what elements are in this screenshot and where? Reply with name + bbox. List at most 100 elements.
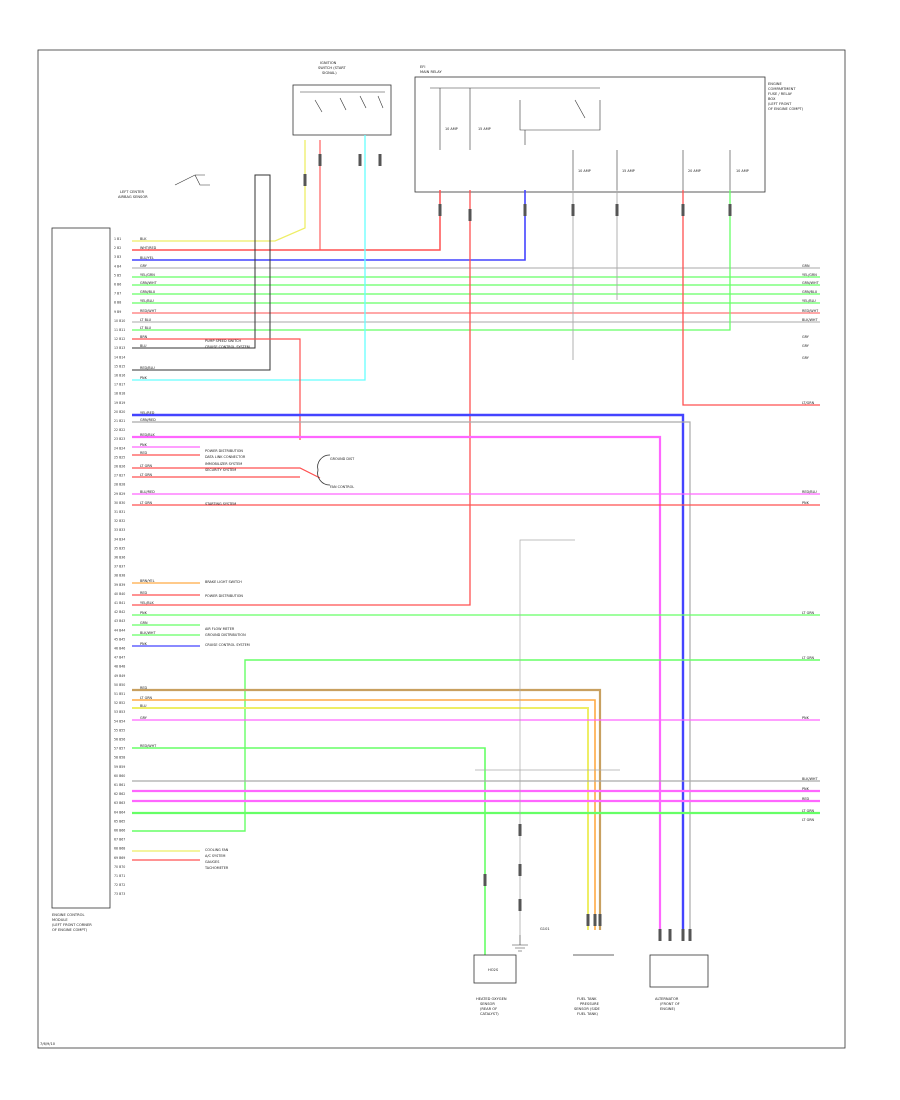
wire-connector — [318, 154, 322, 166]
right-wire-label: RED — [802, 797, 809, 801]
wire-layer — [132, 135, 820, 955]
wire — [132, 421, 691, 930]
ecm-caption-line-1: ENGINE CONTROL — [52, 913, 84, 917]
wire-color-label: LT BLU — [140, 318, 152, 322]
fuse-label-4: 15 AMP — [622, 169, 635, 173]
wire — [682, 190, 820, 406]
wire-color-label: BRN/YEL — [140, 579, 155, 583]
ecm-pin-label: 71 B71 — [114, 874, 125, 878]
ecm-pin-label: 68 B68 — [114, 847, 125, 851]
ecm-pin-label: 37 B37 — [114, 565, 125, 569]
rear-o2-line-2: SENSOR — [480, 1002, 495, 1006]
rear-o2-caption: HEATED OXYGEN SENSOR (REAR OF CATALYST) — [476, 997, 507, 1016]
right-wire-label: YEL/GRN — [802, 273, 817, 277]
ecm-pin-label: 65 B65 — [114, 819, 125, 823]
wire-color-label: RED — [140, 591, 147, 595]
alt-line-2: (FRONT OF — [660, 1002, 680, 1006]
wire-connector — [688, 929, 692, 941]
ecm-pin-label: 33 B33 — [114, 528, 125, 532]
wire-connector — [681, 929, 685, 941]
left-sensor-line-1: LEFT CENTER — [120, 190, 145, 194]
wire-connector — [518, 899, 522, 911]
wire-color-label: YEL/RED — [140, 411, 155, 415]
wire-color-label: YEL/BLK — [140, 601, 154, 605]
wire-connector — [681, 204, 685, 216]
wire-connector — [593, 914, 597, 926]
system-reference-note: SECURITY SYSTEM — [205, 468, 236, 472]
ignition-switch-caption: IGNITION SWITCH (START SIGNAL) — [318, 61, 347, 75]
system-reference-note: POWER DISTRIBUTION — [205, 594, 243, 598]
system-reference-note: POWER DISTRIBUTION — [205, 449, 243, 453]
wire-color-label: RED — [140, 451, 147, 455]
ecm-pin-label: 40 B40 — [114, 592, 125, 596]
wire-color-label: LT GRN — [140, 464, 153, 468]
right-wire-label: LT GRN — [802, 611, 815, 615]
ecm-pin-label: 8 B8 — [114, 301, 121, 305]
ecm-pin-label: 58 B58 — [114, 756, 125, 760]
right-wire-label: GRN — [802, 264, 810, 268]
ecm-pin-label: 31 B31 — [114, 510, 125, 514]
diagram-id: 7/6/9/10 — [40, 1042, 56, 1046]
left-sensor: LEFT CENTER AIRBAG SENSOR — [118, 174, 210, 199]
wire-connector — [358, 154, 362, 166]
wire-color-label: BRN — [140, 335, 148, 339]
ecm-pin-label: 44 B44 — [114, 628, 125, 632]
wire-color-label: LT GRN — [140, 473, 153, 477]
wire — [132, 338, 301, 440]
system-reference-note: AIR FLOW METER — [205, 627, 235, 631]
ecm-pin-label: 72 B72 — [114, 883, 125, 887]
wire-color-label: GRN/BLU — [140, 290, 156, 294]
ecm-pin-label: 51 B51 — [114, 692, 125, 696]
ecm-pin-label: 36 B36 — [114, 556, 125, 560]
relay-caption-2: COMPARTMENT — [768, 87, 796, 91]
alternator-box — [649, 954, 709, 988]
ecm-pin-label: 38 B38 — [114, 574, 125, 578]
right-wire-label: PNK — [802, 716, 810, 720]
fuse-label-5: 20 AMP — [688, 169, 701, 173]
wire-color-label: RED — [140, 686, 147, 690]
ecm-pin-label: 30 B30 — [114, 501, 125, 505]
ecm-caption-line-2: MODULE — [52, 918, 68, 922]
rear-o2-line-4: CATALYST) — [480, 1012, 499, 1016]
wire-color-label: RED/WHT — [140, 309, 157, 313]
wire-connector — [518, 824, 522, 836]
wire-label-layer: BLKWHT/REDBLU/YELGRYYEL/GRNGRN/WHTGRN/BL… — [140, 237, 820, 870]
rear-o2-box-label: HO2S — [488, 968, 499, 972]
ecm-pin-label: 69 B69 — [114, 856, 125, 860]
right-wire-label: LT GRN — [802, 809, 815, 813]
ecm-pin-label: 47 B47 — [114, 656, 125, 660]
wire-color-label: GRN/WHT — [140, 281, 158, 285]
ecm-pin-label: 61 B61 — [114, 783, 125, 787]
ecm-pin-label: 6 B6 — [114, 283, 121, 287]
ecm-pin-label: 11 B11 — [114, 328, 125, 332]
ign-caption-2: SWITCH (START — [318, 66, 347, 70]
system-reference-note: TACHOMETER — [204, 866, 229, 870]
ign-caption-1: IGNITION — [320, 61, 337, 65]
system-reference-note: CRUISE CONTROL SYSTEM — [205, 345, 250, 349]
right-wire-label: PNK — [802, 501, 810, 505]
ecm-pin-label: 29 B29 — [114, 492, 125, 496]
ecm-pin-label: 23 B23 — [114, 437, 125, 441]
ecm-pin-label: 42 B42 — [114, 610, 125, 614]
wire-color-label: YEL/BLU — [140, 299, 154, 303]
alt-line-3: ENGINE) — [660, 1007, 676, 1011]
right-wire-label: LT/GRN — [802, 401, 815, 405]
wire — [132, 659, 820, 832]
ecm-box — [51, 227, 111, 909]
system-reference-note: BRAKE LIGHT SWITCH — [205, 580, 242, 584]
ignition-switch-box — [292, 84, 392, 136]
system-reference-note: DATA LINK CONNECTOR — [205, 455, 246, 459]
rear-o2-line-1: HEATED OXYGEN — [476, 997, 507, 1001]
wire — [132, 174, 271, 371]
wire-connector — [571, 204, 575, 216]
wire — [132, 135, 366, 381]
ecm-pin-label: 20 B20 — [114, 410, 125, 414]
wire-color-label: BLU/RED — [140, 490, 155, 494]
ecm-pin-label: 52 B52 — [114, 701, 125, 705]
fuel-line-2: PRESSURE — [580, 1002, 600, 1006]
ecm-pin-label: 7 B7 — [114, 292, 121, 296]
system-reference-note: GAUGES — [205, 860, 219, 864]
ecm-pin-label: 17 B17 — [114, 383, 125, 387]
